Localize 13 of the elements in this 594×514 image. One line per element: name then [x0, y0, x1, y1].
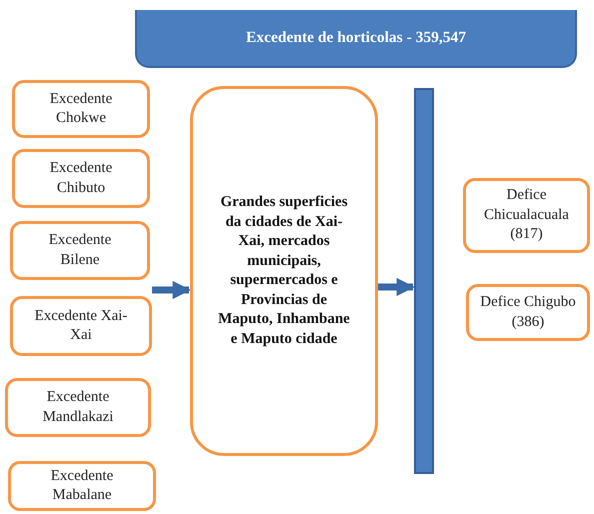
process-box: Excedente Xai-Xai — [10, 296, 152, 356]
block-arrow — [152, 280, 191, 300]
vertical-bar — [414, 88, 434, 474]
header-banner: Excedente de horticolas - 359,547 — [135, 10, 577, 68]
process-box: Defice Chigubo (386) — [466, 284, 590, 341]
process-box: Excedente Bilene — [10, 221, 150, 280]
process-box: Defice Chicualacuala (817) — [463, 178, 590, 253]
process-box: Excedente Mandlakazi — [5, 378, 151, 437]
block-arrow — [378, 278, 415, 296]
process-box: Excedente Mabalane — [8, 461, 156, 511]
process-box: Excedente Chibuto — [12, 149, 150, 208]
process-box: Excedente Chokwe — [12, 80, 150, 138]
destination-box: Grandes superficies da cidades de Xai-Xai, mercados municipais, supermercados e Provincias de Maputo, Inhambane e Maputo cidade — [190, 86, 378, 456]
